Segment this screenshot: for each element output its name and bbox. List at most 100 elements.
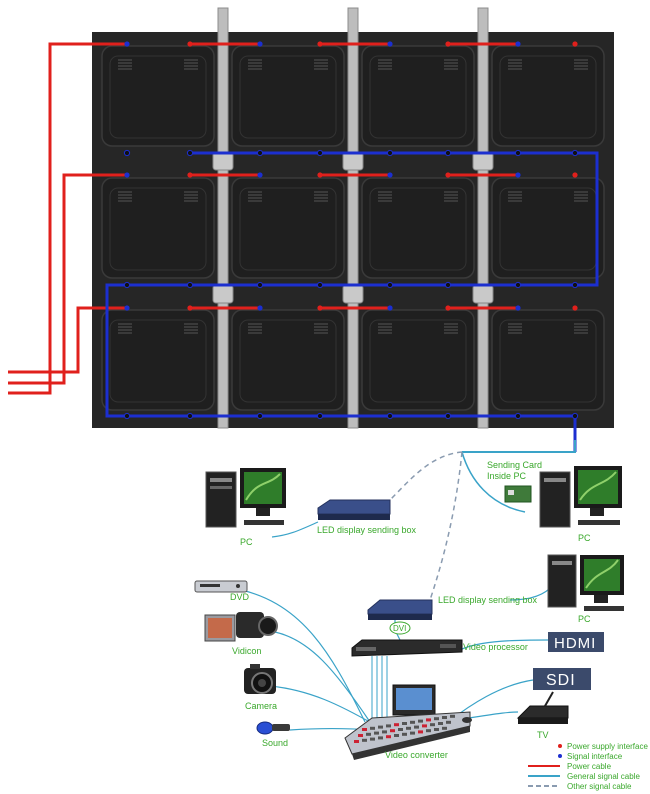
power-cable bbox=[8, 306, 127, 374]
connector-dot bbox=[257, 305, 263, 311]
cable-other-mid bbox=[429, 451, 463, 601]
power-cable bbox=[8, 173, 127, 385]
inside-pc-label: Inside PC bbox=[487, 471, 527, 481]
dvd-player: DVD bbox=[194, 580, 250, 602]
cable-other-top bbox=[389, 451, 463, 501]
connector-plate bbox=[342, 284, 364, 304]
sending-box bbox=[367, 599, 433, 615]
cabinet-grid bbox=[101, 45, 605, 411]
connector-dot bbox=[444, 281, 452, 289]
sending-box-top-label: LED display sending box bbox=[317, 525, 417, 535]
connector-dot bbox=[256, 149, 264, 157]
dvi-label: DVI bbox=[393, 624, 406, 633]
connector-dots bbox=[123, 41, 579, 420]
keyboard bbox=[244, 520, 284, 525]
support-post bbox=[477, 7, 489, 429]
connector-dot bbox=[445, 305, 451, 311]
connector-dot bbox=[124, 172, 130, 178]
cabinet bbox=[361, 45, 475, 147]
signal-cable bbox=[105, 283, 575, 418]
connector-dot bbox=[257, 41, 263, 47]
connector-dot bbox=[386, 281, 394, 289]
connector-dot bbox=[515, 172, 521, 178]
support-post bbox=[217, 7, 229, 429]
connector-dot bbox=[514, 281, 522, 289]
cabinet bbox=[361, 309, 475, 411]
sending-card-label: Sending Card bbox=[487, 460, 542, 470]
pc-right-top-label: PC bbox=[578, 533, 591, 543]
cable-to-sending-card bbox=[461, 451, 526, 513]
connector-dot bbox=[387, 172, 393, 178]
tv-box: TV bbox=[516, 691, 569, 740]
vidicon-label: Vidicon bbox=[232, 646, 261, 656]
cabinet bbox=[361, 177, 475, 279]
legend-label: Signal interface bbox=[567, 752, 623, 761]
cabinet bbox=[231, 309, 345, 411]
tv-device bbox=[516, 705, 569, 719]
legend-swatch bbox=[558, 754, 562, 758]
pc-right-mid: PC bbox=[547, 554, 624, 624]
connector-dot bbox=[257, 172, 263, 178]
connector-plate bbox=[472, 151, 494, 171]
connector-dot bbox=[187, 172, 193, 178]
connector-dot bbox=[316, 412, 324, 420]
connector-dot bbox=[444, 412, 452, 420]
legend-item: Power supply interface bbox=[558, 742, 648, 751]
video-converter-label: Video converter bbox=[385, 750, 448, 760]
connector-dot bbox=[386, 149, 394, 157]
pc-right-mid-label: PC bbox=[578, 614, 591, 624]
legend-label: General signal cable bbox=[567, 772, 640, 781]
sdi-box bbox=[533, 668, 591, 690]
connector-dot bbox=[515, 41, 521, 47]
connector-dot bbox=[387, 41, 393, 47]
power-cables bbox=[8, 42, 518, 395]
connector-dot bbox=[572, 305, 578, 311]
connector-dot bbox=[514, 149, 522, 157]
connector-plate bbox=[472, 284, 494, 304]
sound-label: Sound bbox=[262, 738, 288, 748]
connector-dot bbox=[572, 41, 578, 47]
hdmi-badge: HDMI bbox=[548, 632, 604, 652]
video-processor: Video processor bbox=[351, 639, 528, 657]
signal-cable bbox=[190, 151, 599, 287]
vidicon: Vidicon bbox=[204, 612, 278, 656]
led-wall bbox=[8, 7, 614, 453]
connector-dot bbox=[186, 149, 194, 157]
cabinet bbox=[491, 309, 605, 411]
dvi-badge bbox=[389, 621, 411, 635]
dvd-label: DVD bbox=[230, 592, 250, 602]
sdi-badge: SDI bbox=[533, 668, 591, 690]
mic-head bbox=[256, 721, 274, 735]
connector-dot bbox=[317, 41, 323, 47]
hdmi-box bbox=[548, 632, 604, 652]
cabinet bbox=[491, 45, 605, 147]
sending-box-mid: LED display sending box DVI bbox=[367, 595, 538, 635]
processor-device bbox=[351, 639, 463, 657]
converter-keys bbox=[354, 714, 455, 743]
connector-dot bbox=[571, 412, 579, 420]
legend-item: Other signal cable bbox=[528, 782, 632, 791]
vidicon-body bbox=[236, 612, 264, 638]
sdi-label: SDI bbox=[546, 672, 576, 689]
connector-dot bbox=[124, 41, 130, 47]
legend-item: Signal interface bbox=[558, 752, 623, 761]
connector-dot bbox=[515, 305, 521, 311]
connector-dot bbox=[572, 172, 578, 178]
dvd-device bbox=[194, 580, 248, 593]
connector-dot bbox=[386, 412, 394, 420]
pc-right-top: Sending Card Inside PC PC bbox=[487, 460, 622, 543]
connector-dot bbox=[444, 149, 452, 157]
sending-box-top: LED display sending box bbox=[317, 499, 417, 535]
legend-label: Power cable bbox=[567, 762, 612, 771]
sending-box-mid-label: LED display sending box bbox=[438, 595, 538, 605]
connector-dot bbox=[571, 149, 579, 157]
connector-dot bbox=[256, 281, 264, 289]
connector-dot bbox=[256, 412, 264, 420]
connector-dot bbox=[316, 149, 324, 157]
video-converter: Video converter bbox=[344, 684, 472, 760]
cabinet bbox=[231, 177, 345, 279]
pc-left: PC bbox=[205, 468, 286, 547]
legend-label: Power supply interface bbox=[567, 742, 648, 751]
connector-plate bbox=[212, 284, 234, 304]
